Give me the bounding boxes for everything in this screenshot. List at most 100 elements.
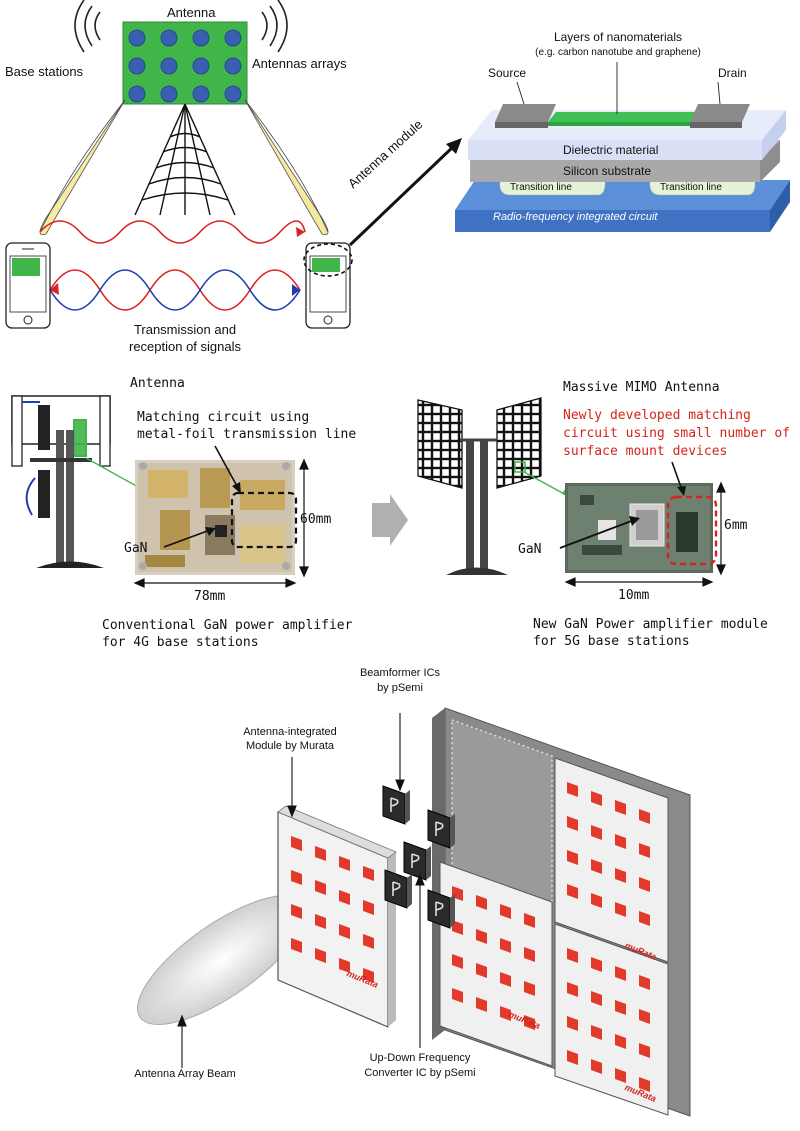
caption-5g-line2: for 5G base stations <box>533 634 690 649</box>
antenna-patch <box>639 975 650 990</box>
psemi-logo-icon <box>392 881 401 896</box>
converter-label-1: Up-Down Frequency <box>369 1052 471 1064</box>
gan-5g-label: GaN <box>518 542 542 557</box>
dimension-lines-5g <box>564 481 726 587</box>
antenna-patch <box>591 825 602 840</box>
antenna-element <box>128 57 146 75</box>
antenna-patch <box>567 850 578 865</box>
rfic-label: Radio-frequency integrated circuit <box>493 211 658 223</box>
smartphone-left-icon <box>5 242 51 329</box>
new-matching-pointer <box>559 461 686 549</box>
antenna-patch <box>315 846 326 861</box>
antenna-patch <box>615 1034 626 1049</box>
signal-waves-right-icon <box>261 0 288 53</box>
base-stations-label: Base stations <box>5 64 84 79</box>
transition-arrow <box>372 494 408 546</box>
antenna-patch <box>363 968 374 983</box>
converter-label-2: Converter IC by pSemi <box>364 1067 476 1079</box>
antenna-element <box>128 85 146 103</box>
tower-icon <box>134 103 236 216</box>
transition-line-right-label: Transition line <box>660 182 722 193</box>
antenna-patch <box>524 913 535 928</box>
antenna-patch <box>500 972 511 987</box>
antenna-patch <box>615 868 626 883</box>
antenna-patch <box>452 954 463 969</box>
antenna-element <box>192 57 210 75</box>
antenna-patch <box>591 791 602 806</box>
caption-4g-line2: for 4G base stations <box>102 635 259 650</box>
nanomaterial-stack <box>455 62 790 232</box>
source-label: Source <box>488 66 527 80</box>
antenna-label: Antenna <box>167 5 216 20</box>
antenna-patch <box>615 800 626 815</box>
ic-chip-side <box>426 846 431 880</box>
matching-circuit-label-1: Matching circuit using <box>137 410 310 425</box>
antenna-patch <box>339 890 350 905</box>
transition-line-left-label: Transition line <box>510 182 572 193</box>
antenna-module-arrow <box>348 138 462 247</box>
antenna-patches-left <box>291 836 374 983</box>
antenna-patch <box>591 1059 602 1074</box>
antenna-patch <box>639 843 650 858</box>
antenna-patch <box>615 1000 626 1015</box>
antenna-patch <box>476 929 487 944</box>
antenna-patch <box>363 866 374 881</box>
integrated-board <box>432 707 691 1117</box>
beam-cone-right <box>244 99 329 236</box>
antenna-element <box>160 57 178 75</box>
matching-circuit-label-2: metal-foil transmission line <box>137 427 357 442</box>
psemi-logo-icon <box>411 853 420 868</box>
psemi-logo-icon <box>435 821 444 836</box>
reception-label: reception of signals <box>128 339 241 354</box>
antenna-array-dots <box>128 29 242 103</box>
antenna-patch <box>500 938 511 953</box>
ic-chip-side <box>405 790 410 824</box>
ic-chip-side <box>407 874 412 908</box>
antenna-patch <box>567 1050 578 1065</box>
massive-mimo-label: Massive MIMO Antenna <box>563 380 720 395</box>
antenna-patch <box>567 816 578 831</box>
beamformer-label-1: Beamformer ICs <box>359 667 441 679</box>
antenna-patch <box>639 1043 650 1058</box>
dim-10mm-label: 10mm <box>618 588 650 603</box>
tower-4g-icon <box>11 395 111 568</box>
antenna-patch <box>452 988 463 1003</box>
antenna-patch <box>524 981 535 996</box>
antenna-patch <box>315 948 326 963</box>
tower-5g-icon <box>417 397 542 575</box>
antenna-patch <box>639 911 650 926</box>
antenna-element <box>160 85 178 103</box>
antenna-array-beam-label: Antenna Array Beam <box>134 1068 236 1080</box>
board-4g-image <box>135 460 298 575</box>
caption-5g-line1: New GaN Power amplifier module <box>533 617 768 632</box>
antenna-patch <box>591 893 602 908</box>
antenna-patch <box>291 904 302 919</box>
antenna-patch <box>639 809 650 824</box>
antenna-module-left <box>277 805 397 1028</box>
antenna-module-murata-label-1: Antenna-integrated <box>243 726 337 738</box>
antenna-patch <box>591 957 602 972</box>
signal-waves-left-icon <box>74 0 101 53</box>
antenna-patch <box>476 895 487 910</box>
antenna-patch <box>524 1015 535 1030</box>
antenna-patch <box>591 859 602 874</box>
antenna-patch <box>639 877 650 892</box>
antenna-patch <box>315 914 326 929</box>
antenna-patch <box>567 982 578 997</box>
connector-5g <box>523 471 569 497</box>
beam-cone-left <box>39 99 126 236</box>
antenna-patch <box>315 880 326 895</box>
new-matching-label-3: surface mount devices <box>563 444 728 459</box>
signal-waves <box>39 220 306 311</box>
ic-chip-side <box>450 894 455 928</box>
layers-label: Layers of nanomaterials <box>553 30 683 44</box>
antenna-4g-label: Antenna <box>130 376 185 391</box>
antenna-patch <box>291 836 302 851</box>
antenna-patch <box>291 870 302 885</box>
psemi-logo-icon <box>390 797 399 812</box>
antenna-element <box>192 85 210 103</box>
antenna-patch <box>615 966 626 981</box>
antenna-patch <box>476 997 487 1012</box>
antenna-patch <box>339 958 350 973</box>
